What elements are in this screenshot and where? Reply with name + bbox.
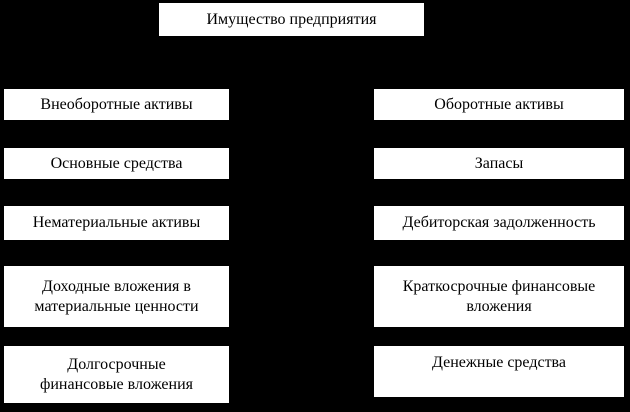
title-box-label: Имущество предприятия	[206, 10, 377, 28]
box-income-investments-in-material-values: Доходные вложения в материальные ценност…	[3, 265, 230, 328]
box-inventories: Запасы	[373, 147, 625, 180]
box-fixed-assets-label: Основные средства	[50, 154, 183, 172]
box-intangible-assets: Нематериальные активы	[3, 205, 230, 241]
box-cash-label: Денежные средства	[431, 354, 566, 371]
box-short-term-financial-investments-label: Краткосрочные финансовые вложения	[402, 277, 596, 315]
box-accounts-receivable-label: Дебиторская задолженность	[402, 214, 596, 231]
box-intangible-assets-label: Нематериальные активы	[32, 214, 201, 231]
box-current-assets: Оборотные активы	[373, 88, 625, 121]
box-current-assets-label: Оборотные активы	[434, 95, 564, 113]
box-income-investments-label: Доходные вложения в материальные ценност…	[34, 277, 199, 315]
box-long-term-financial-investments-label: Долгосрочные финансовые вложения	[39, 355, 194, 393]
box-non-current-assets: Внеоборотные активы	[3, 88, 230, 121]
box-non-current-assets-label: Внеоборотные активы	[40, 95, 193, 113]
title-box-enterprise-property: Имущество предприятия	[158, 2, 425, 37]
box-cash: Денежные средства	[373, 345, 625, 398]
box-long-term-financial-investments: Долгосрочные финансовые вложения	[3, 345, 230, 404]
box-fixed-assets: Основные средства	[3, 147, 230, 180]
box-accounts-receivable: Дебиторская задолженность	[373, 205, 625, 241]
box-inventories-label: Запасы	[474, 154, 524, 172]
box-short-term-financial-investments: Краткосрочные финансовые вложения	[373, 265, 625, 328]
